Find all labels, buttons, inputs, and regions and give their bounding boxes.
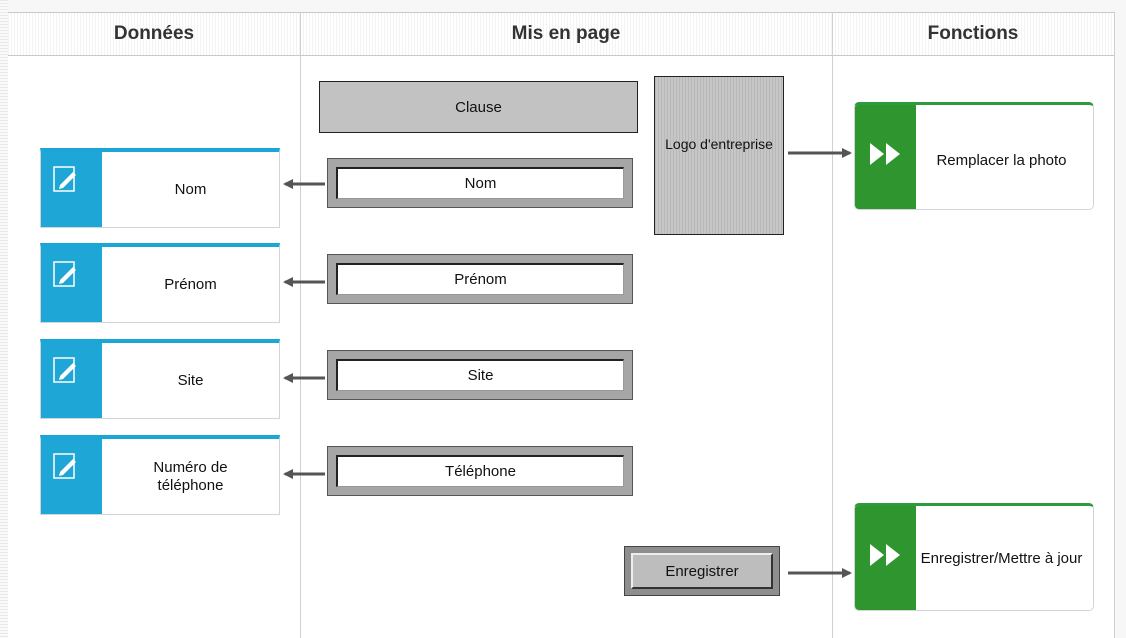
data-card-strip (41, 343, 102, 418)
field-label: Nom (336, 167, 624, 199)
field-prenom[interactable]: Prénom (327, 254, 633, 304)
right-strip (1114, 12, 1126, 638)
edit-pencil-icon (53, 453, 76, 479)
field-label: Prénom (336, 263, 624, 295)
function-card-strip (855, 506, 916, 610)
function-card-save-update[interactable]: Enregistrer/Mettre à jour (854, 503, 1094, 611)
function-card-label: Remplacer la photo (936, 152, 1067, 169)
edit-pencil-icon (53, 357, 76, 383)
data-card-site[interactable]: Site (40, 339, 280, 419)
field-telephone[interactable]: Téléphone (327, 446, 633, 496)
data-card-strip (41, 247, 102, 322)
data-card-strip (41, 152, 102, 227)
logo-box[interactable]: Logo d'entreprise (654, 76, 784, 235)
field-label: Site (336, 359, 624, 391)
data-card-telephone[interactable]: Numéro de téléphone (40, 435, 280, 515)
function-card-label: Enregistrer/Mettre à jour (920, 549, 1083, 567)
edit-pencil-icon (53, 261, 76, 287)
fast-forward-icon (870, 143, 900, 165)
field-label: Téléphone (336, 455, 624, 487)
header-donnees: Données (8, 12, 300, 56)
header-fonctions: Fonctions (832, 12, 1114, 56)
data-card-label: Prénom (164, 275, 217, 293)
save-button-label: Enregistrer (631, 553, 773, 589)
function-card-strip (855, 105, 916, 209)
left-ruler (0, 0, 8, 638)
field-site[interactable]: Site (327, 350, 633, 400)
function-card-replace-photo[interactable]: Remplacer la photo (854, 102, 1094, 210)
data-card-label: Numéro de téléphone (153, 458, 228, 494)
clause-box[interactable]: Clause (319, 81, 638, 133)
data-card-label: Nom (174, 180, 207, 198)
header-mis-en-page: Mis en page (300, 12, 832, 56)
column-divider (300, 12, 301, 638)
column-divider (832, 12, 833, 638)
edit-pencil-icon (53, 166, 76, 192)
top-strip (0, 0, 1126, 12)
data-card-prenom[interactable]: Prénom (40, 243, 280, 323)
fast-forward-icon (870, 544, 900, 566)
data-card-nom[interactable]: Nom (40, 148, 280, 228)
save-button[interactable]: Enregistrer (624, 546, 780, 596)
field-nom[interactable]: Nom (327, 158, 633, 208)
data-card-label: Site (177, 371, 204, 389)
data-card-strip (41, 439, 102, 514)
